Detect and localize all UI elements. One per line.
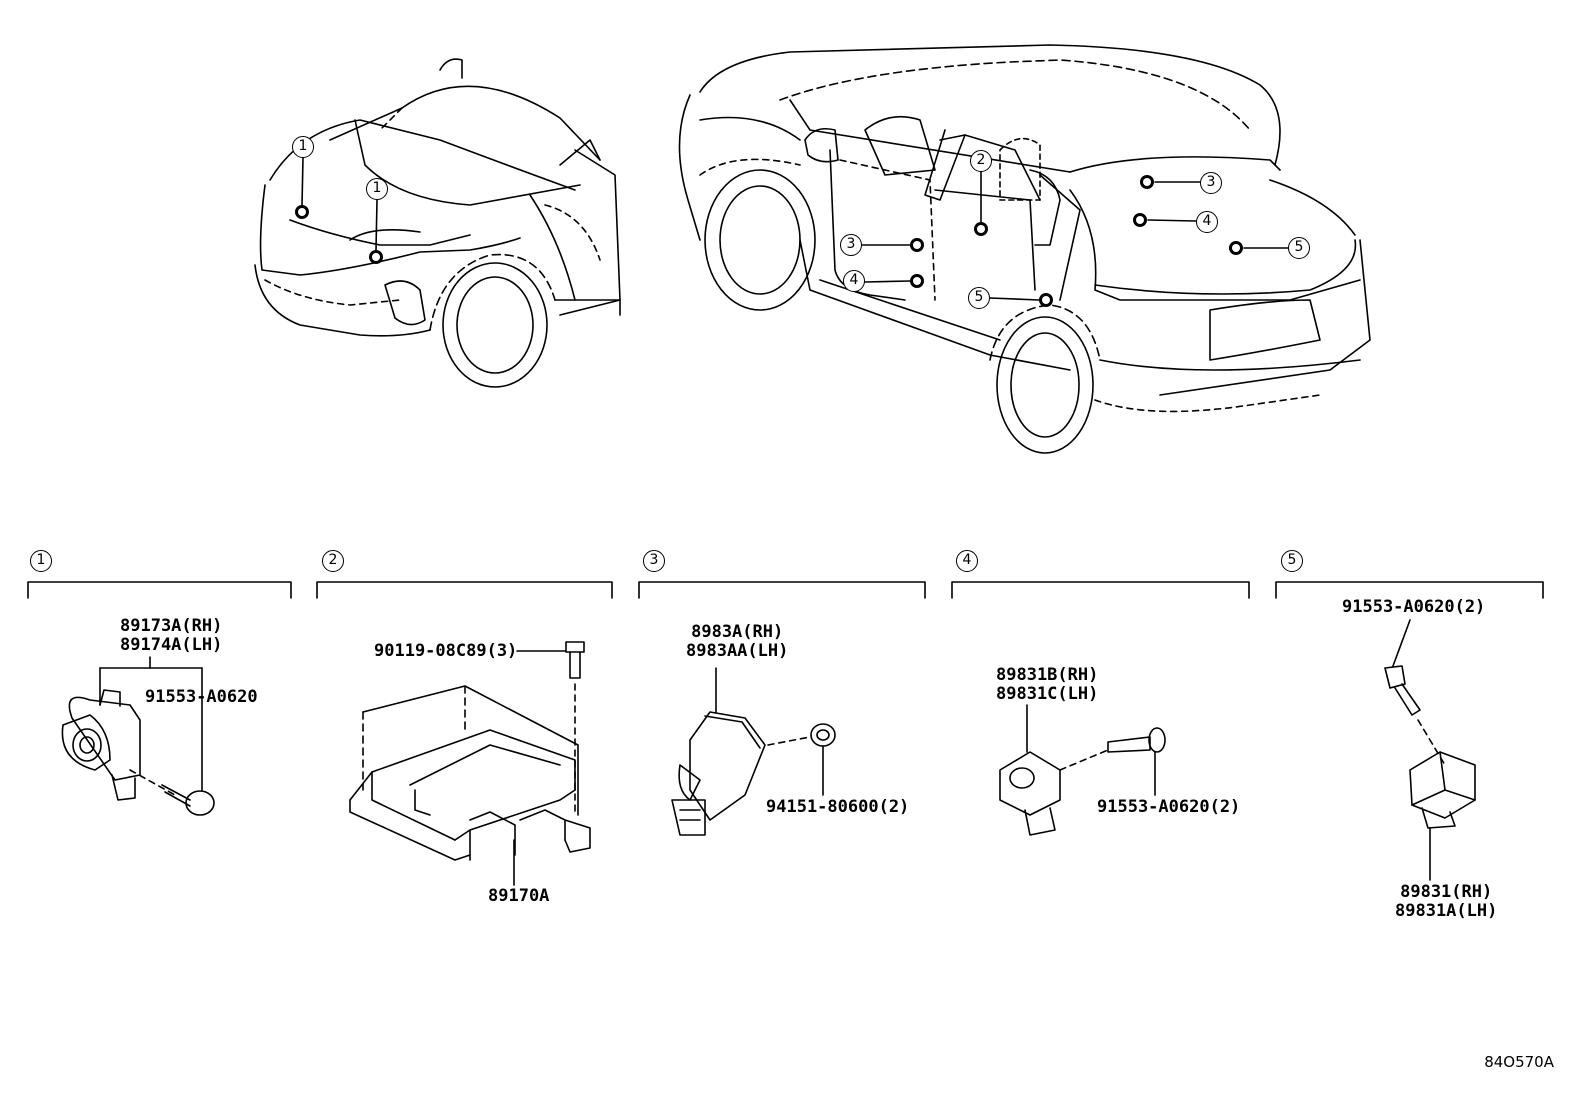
part-label-8983A: 8983A(RH)8983AA(LH) <box>686 622 789 661</box>
front-vehicle-illustration <box>254 58 621 388</box>
part-label-94151-80600: 94151-80600(2) <box>766 797 910 817</box>
section-number-1: 1 <box>30 550 52 572</box>
part-label-91553-A0620-s5: 91553-A0620(2) <box>1342 597 1486 617</box>
part-label-91553-A0620: 91553-A0620 <box>145 687 258 707</box>
section-number-4: 4 <box>956 550 978 572</box>
part-label-90119-08C89: 90119-08C89(3) <box>374 641 518 661</box>
callout-front-1b: 1 <box>366 178 388 200</box>
rear-vehicle-illustration <box>678 44 1371 454</box>
bolt-icon <box>513 641 585 886</box>
section-brackets <box>27 581 1544 599</box>
callout-side-5: 5 <box>968 287 990 309</box>
bolt-icon <box>1107 727 1166 796</box>
airbag-ecu-icon <box>349 685 591 861</box>
diagram-reference-code: 84O570A <box>1484 1053 1554 1071</box>
callout-rear-5: 5 <box>1288 237 1310 259</box>
callout-side-4: 4 <box>843 270 865 292</box>
nut-icon <box>810 723 836 796</box>
section-number-3: 3 <box>643 550 665 572</box>
callout-side-2: 2 <box>970 150 992 172</box>
crash-sensor-icon <box>671 667 811 836</box>
part-label-89173A: 89173A(RH)89174A(LH) <box>120 616 223 655</box>
bolt-icon <box>1384 619 1446 766</box>
crash-sensor-icon <box>999 704 1109 836</box>
part-label-89831B: 89831B(RH)89831C(LH) <box>996 665 1099 704</box>
crash-sensor-icon <box>61 656 203 801</box>
callout-rear-3: 3 <box>1200 172 1222 194</box>
callout-side-3: 3 <box>840 234 862 256</box>
part-label-89831: 89831(RH)89831A(LH) <box>1395 882 1498 921</box>
callout-rear-4: 4 <box>1196 211 1218 233</box>
part-label-89170A: 89170A <box>488 886 550 906</box>
section-number-5: 5 <box>1281 550 1303 572</box>
crash-sensor-icon <box>1409 751 1476 881</box>
part-label-91553-A0620-2: 91553-A0620(2) <box>1097 797 1241 817</box>
callout-front-1: 1 <box>292 136 314 158</box>
section-number-2: 2 <box>322 550 344 572</box>
bolt-icon <box>129 769 215 816</box>
